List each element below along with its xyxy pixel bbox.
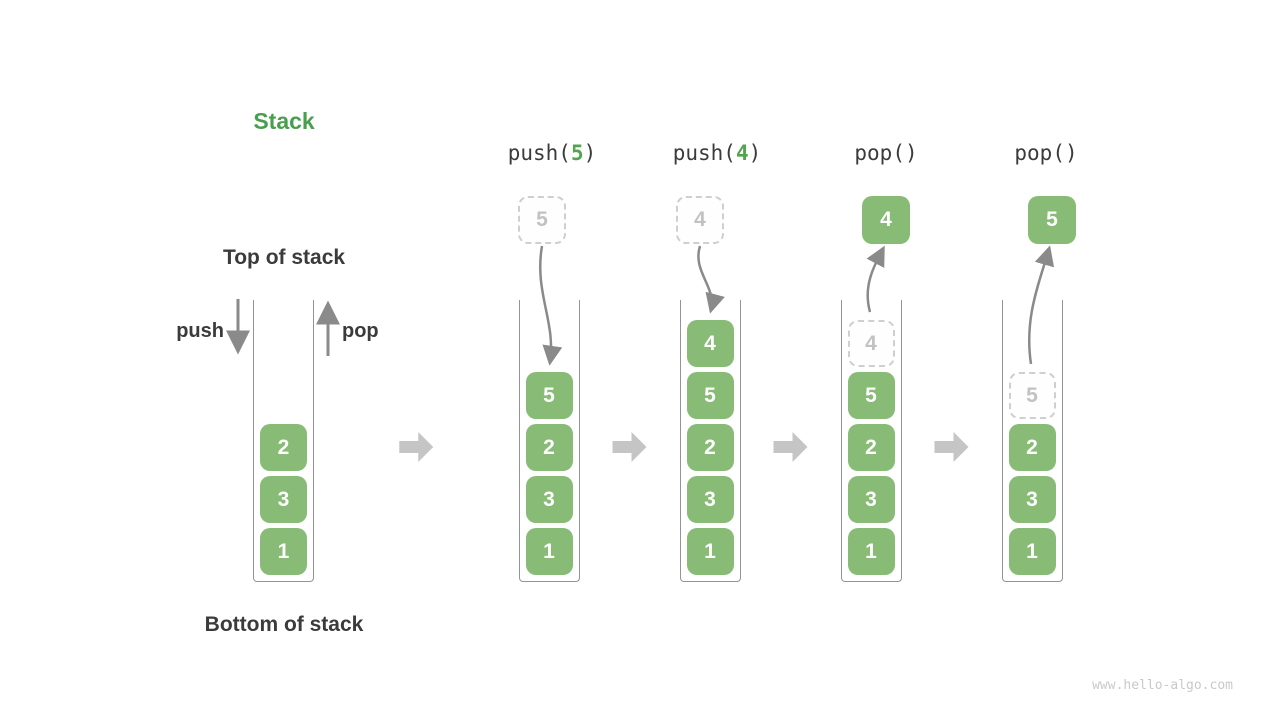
- popped-value-box: 5: [1028, 196, 1076, 244]
- push-label: push: [176, 320, 224, 342]
- operation-text: push(: [507, 141, 571, 165]
- after-push-4-container: [679, 300, 741, 582]
- block-arrow-right-icon: [773, 432, 808, 462]
- stack-cell: 5: [686, 372, 734, 419]
- stack-cell: 3: [260, 476, 307, 523]
- incoming-value-box: 4: [676, 196, 724, 244]
- popped-ghost-cell: 5: [1008, 372, 1056, 419]
- operation-label: pop(): [854, 141, 917, 165]
- stack-cell: 1: [525, 528, 573, 575]
- operation-label: push(5): [508, 141, 597, 165]
- pop-label: pop: [342, 320, 379, 342]
- after-pop-5-container: [1001, 300, 1063, 582]
- initial-stack-container: [253, 300, 314, 582]
- operation-label: pop(): [1014, 141, 1077, 165]
- operation-argument: 5: [570, 141, 584, 165]
- stack-cell: 2: [847, 424, 895, 471]
- incoming-value-box: 5: [518, 196, 566, 244]
- stack-cell: 3: [1008, 476, 1056, 523]
- watermark: www.hello-algo.com: [1092, 678, 1233, 693]
- operation-text: ): [583, 141, 597, 165]
- stack-cell: 1: [686, 528, 734, 575]
- after-push-5-container: [518, 300, 580, 582]
- diagram-title: Stack: [253, 108, 315, 134]
- popped-value-box: 4: [862, 196, 910, 244]
- operation-label: push(4): [673, 141, 762, 165]
- stack-cell: 5: [525, 372, 573, 419]
- stack-cell: 1: [847, 528, 895, 575]
- operation-text: pop(): [1014, 141, 1078, 165]
- stack-cell: 3: [525, 476, 573, 523]
- operation-text: pop(): [854, 141, 918, 165]
- stack-cell: 5: [847, 372, 895, 419]
- stack-cell: 2: [525, 424, 573, 471]
- block-arrow-right-icon: [612, 432, 647, 462]
- stack-cell: 3: [847, 476, 895, 523]
- block-arrow-right-icon: [934, 432, 969, 462]
- stack-cell: 1: [260, 528, 307, 575]
- operation-text: ): [748, 141, 762, 165]
- stack-cell: 2: [686, 424, 734, 471]
- top-of-stack-label: Top of stack: [222, 246, 346, 269]
- stack-cell: 2: [260, 424, 307, 471]
- stack-cell: 4: [686, 320, 734, 367]
- popped-ghost-cell: 4: [847, 320, 895, 367]
- stack-cell: 1: [1008, 528, 1056, 575]
- operation-text: push(: [672, 141, 736, 165]
- operation-argument: 4: [735, 141, 749, 165]
- stack-cell: 3: [686, 476, 734, 523]
- stack-cell: 2: [1008, 424, 1056, 471]
- block-arrow-right-icon: [399, 432, 434, 462]
- bottom-of-stack-label: Bottom of stack: [204, 613, 364, 636]
- after-pop-4-container: [840, 300, 902, 582]
